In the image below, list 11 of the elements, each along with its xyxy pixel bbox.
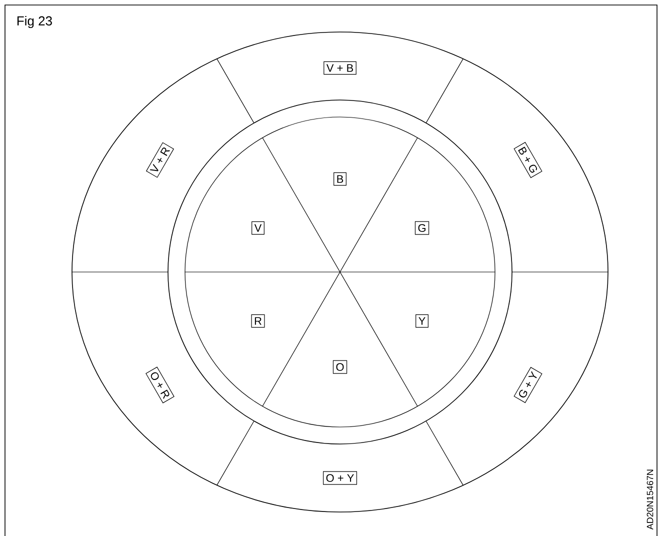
colour-label-box: R xyxy=(251,314,265,328)
colour-label-box: V + B xyxy=(324,61,356,75)
figure-code: AD20N15467N xyxy=(646,470,654,530)
figure-title: Fig 23 xyxy=(17,16,52,28)
colour-label-box: G xyxy=(414,221,430,235)
colour-label-box: O + R xyxy=(146,366,174,404)
colour-label-box: O xyxy=(332,360,348,374)
colour-label-box: B xyxy=(334,172,346,186)
colour-label-box: V xyxy=(252,221,264,235)
colour-label-box: O + Y xyxy=(323,471,358,485)
colour-label-box: Y xyxy=(416,314,428,328)
